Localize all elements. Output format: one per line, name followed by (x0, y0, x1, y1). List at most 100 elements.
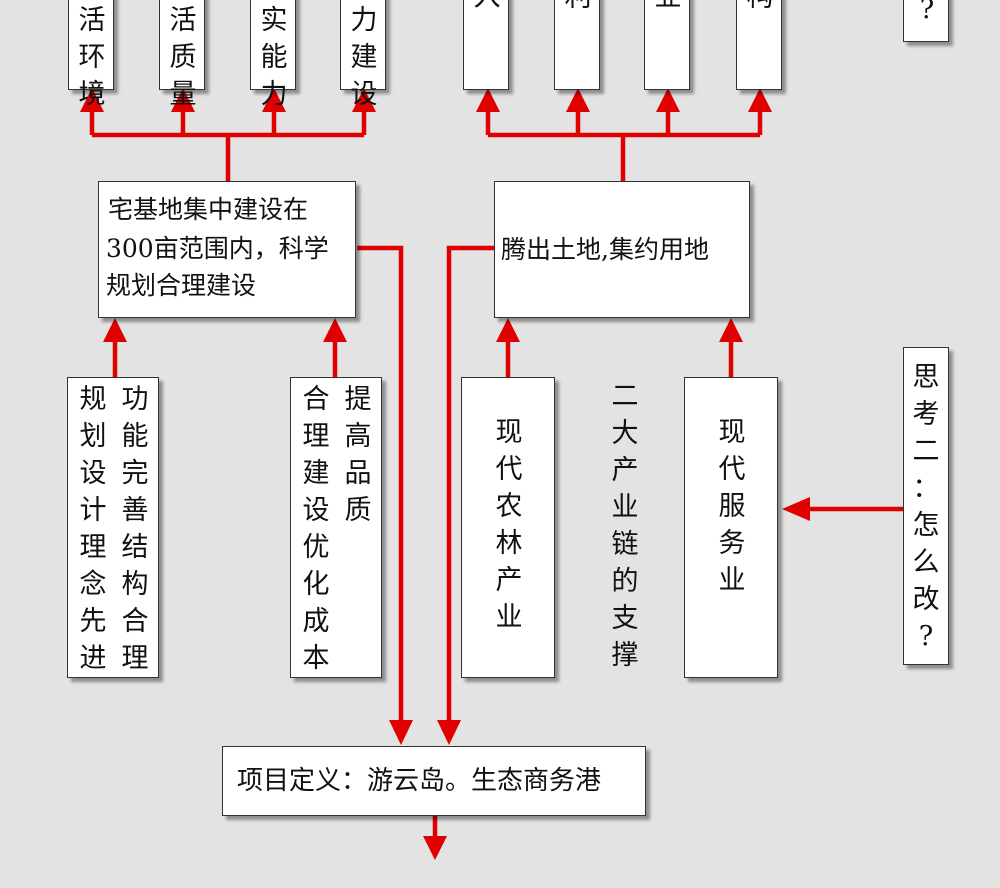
agriculture-text: 现代农林产业 (492, 414, 526, 636)
arrow-head (748, 88, 772, 112)
top-box-text: ? (910, 0, 944, 28)
connector-left-down (357, 245, 404, 722)
top-box-living-quality: 活质量 (159, 0, 205, 110)
top-box-text: 活质量 (166, 2, 200, 113)
glyph: 业 (718, 565, 746, 596)
glyph: 理 (79, 532, 107, 563)
glyph: 活 (78, 5, 106, 36)
glyph: 高 (344, 421, 372, 452)
glyph: 思 (912, 362, 940, 393)
glyph: 结 (121, 532, 149, 563)
glyph: 环 (78, 42, 106, 73)
glyph: 设 (79, 458, 107, 489)
glyph: 农 (495, 491, 523, 522)
glyph: 提 (344, 384, 372, 415)
arrow-head (566, 88, 590, 112)
top-box-text: 活环境 (75, 2, 109, 113)
glyph: 二 (912, 436, 940, 467)
project-definition-box: 项目定义：游云岛。生态商务港 (222, 746, 646, 816)
glyph: 代 (718, 454, 746, 485)
glyph: 划 (79, 421, 107, 452)
modern-service-box: 现代服务业 (684, 377, 778, 678)
glyph: 服 (718, 491, 746, 522)
glyph: 林 (495, 528, 523, 559)
planning-col-left: 规划设计理念先进 (76, 381, 110, 677)
glyph: 业 (611, 492, 639, 523)
arrow-head (782, 497, 810, 521)
arrow-head (262, 88, 286, 112)
glyph: 理 (121, 643, 149, 674)
glyph: 怎 (912, 510, 940, 541)
glyph: 能 (260, 42, 288, 73)
glyph: 产 (495, 565, 523, 596)
glyph: 能 (121, 421, 149, 452)
arrow-head (389, 720, 413, 745)
glyph: ? (919, 0, 935, 25)
think-two-text: 思考二：怎么改? (909, 359, 943, 655)
top-box-strength: 实能力 (250, 0, 296, 110)
think-two-box: 思考二：怎么改? (903, 347, 949, 665)
glyph: ： (912, 473, 940, 504)
planning-design-box: 规划设计理念先进 功能完善结构合理 (67, 377, 159, 678)
glyph: 么 (912, 547, 940, 578)
top-box-text: 力建设 (347, 2, 381, 113)
arrow-head (476, 88, 500, 112)
arrow-head (323, 318, 347, 342)
homestead-planning-box: 宅基地集中建设在 300亩范围内，科学 规划合理建设 (98, 181, 356, 318)
glyph: 撑 (611, 640, 639, 671)
glyph: 境 (78, 79, 106, 110)
glyph: 活 (169, 5, 197, 36)
glyph: 现 (718, 417, 746, 448)
glyph: 二 (611, 381, 639, 412)
arrow-head (656, 88, 680, 112)
homestead-line-3: 规划合理建设 (106, 271, 257, 300)
glyph: 构 (743, 0, 777, 16)
arrow-head (171, 88, 195, 112)
glyph: 品 (344, 458, 372, 489)
glyph: 先 (79, 606, 107, 637)
glyph: 完 (121, 458, 149, 489)
glyph: 务 (718, 528, 746, 559)
glyph: 化 (302, 569, 330, 600)
glyph: 优 (302, 532, 330, 563)
glyph: 本 (302, 643, 330, 674)
glyph: 链 (611, 529, 639, 560)
glyph: 改 (912, 584, 940, 615)
glyph: 力 (260, 79, 288, 110)
glyph: 入 (470, 0, 504, 16)
land-saving-box: 腾出土地,集约用地 (494, 181, 750, 318)
connector-left-bus (89, 110, 367, 182)
arrow-head (719, 318, 743, 342)
homestead-line-2: 300亩范围内，科学 (106, 234, 329, 263)
quality-cost-box: 合理建设优化成本 提高品质 (290, 377, 382, 678)
land-saving-text: 腾出土地,集约用地 (501, 235, 709, 264)
glyph: 代 (495, 454, 523, 485)
glyph: 合 (121, 606, 149, 637)
top-box-living-environment: 活环境 (68, 0, 114, 110)
glyph: 力 (350, 5, 378, 36)
top-box-construction: 力建设 (340, 0, 386, 110)
glyph: 计 (79, 495, 107, 526)
glyph: 产 (611, 455, 639, 486)
glyph: 建 (350, 42, 378, 73)
arrow-head (423, 836, 447, 860)
connector-right-bus (485, 110, 763, 182)
planning-col-right: 功能完善结构合理 (118, 381, 152, 677)
glyph: 考 (912, 399, 940, 430)
top-box-text: 利 (561, 0, 595, 16)
top-box-text: 构 (743, 0, 777, 16)
glyph: 合 (302, 384, 330, 415)
arrow-head (352, 88, 376, 112)
service-text: 现代服务业 (715, 414, 749, 599)
glyph: 功 (121, 384, 149, 415)
glyph: 质 (169, 42, 197, 73)
glyph: 支 (611, 603, 639, 634)
top-box-income: 入 (463, 0, 509, 90)
glyph: 构 (121, 569, 149, 600)
arrow-head (437, 720, 461, 745)
modern-agriculture-box: 现代农林产业 (461, 377, 555, 678)
glyph: 实 (260, 5, 288, 36)
project-definition-text: 项目定义：游云岛。生态商务港 (237, 766, 602, 796)
